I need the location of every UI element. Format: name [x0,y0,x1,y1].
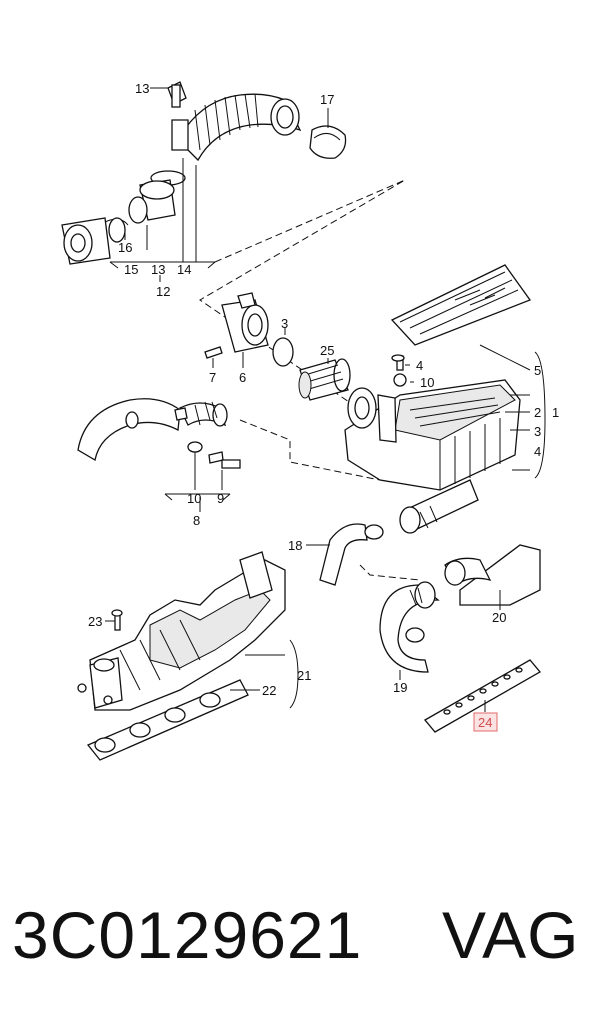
intake-manifold [77,551,299,711]
callout-lines-top [109,87,329,282]
parts-diagram: 13 17 16 15 13 14 12 3 25 4 10 7 6 5 2 1… [61,81,559,761]
air-mass-meter [204,292,294,368]
intake-pipe [379,581,440,680]
breather-hose [306,523,384,586]
callout-2: 2 [534,405,541,420]
callout-22: 22 [262,683,276,698]
highlight-box-24 [473,712,498,732]
callout-6: 6 [239,370,246,385]
callout-13: 13 [135,81,149,96]
callout-20: 20 [492,610,506,625]
brand-label: VAG [442,898,580,972]
callout-7: 7 [209,370,216,385]
callout-5: 5 [534,363,541,378]
filter-element [298,358,351,401]
callout-8: 8 [193,513,200,528]
outlet-pipe [399,479,479,534]
callout-18: 18 [288,538,302,553]
intake-hose-assembly [61,81,347,265]
callout-12: 12 [156,284,170,299]
callout-lines-right [405,344,546,479]
callout-23: 23 [88,614,102,629]
callout-15: 15 [124,262,138,277]
callout-4b: 4 [534,444,541,459]
callout-14: 14 [177,262,191,277]
intake-duct [77,398,241,512]
callout-3b: 3 [534,424,541,439]
callout-24: 24 [478,715,492,730]
air-guide [444,544,541,610]
callout-13b: 13 [151,262,165,277]
callout-9: 9 [217,491,224,506]
manifold-gasket [86,679,260,761]
air-filter-housing [344,354,521,491]
part-number: 3C0129621 [12,898,363,972]
callout-3a: 3 [281,316,288,331]
callout-10b: 10 [187,491,201,506]
callout-19: 19 [393,680,407,695]
callout-1: 1 [552,405,559,420]
air-filter-cover [390,264,532,346]
callout-25: 25 [320,343,334,358]
callout-10a: 10 [420,375,434,390]
callout-16: 16 [118,240,132,255]
footer: 3C0129621 VAG [0,880,600,1000]
callout-labels: 13 17 16 15 13 14 12 3 25 4 10 7 6 5 2 1… [88,81,559,732]
callout-21: 21 [297,668,311,683]
callout-4a: 4 [416,358,423,373]
callout-17: 17 [320,92,334,107]
gasket-strip [424,659,541,733]
